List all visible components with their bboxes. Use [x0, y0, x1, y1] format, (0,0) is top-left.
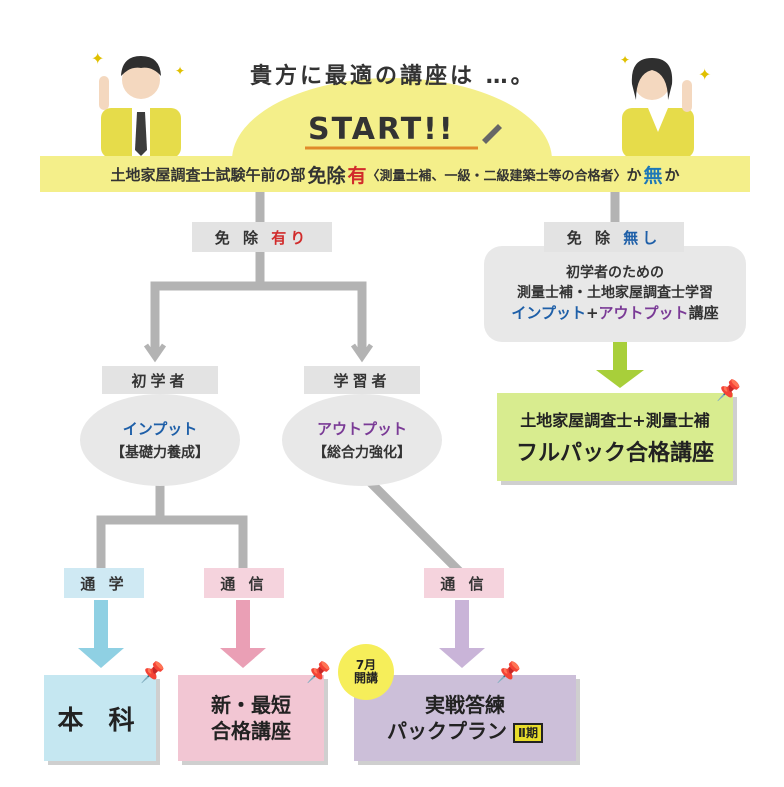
line-learner-diagonal [360, 472, 466, 578]
tag-exempt-no-emph: 無し [623, 228, 662, 247]
tag-exempt-no-prefix: 免 除 [566, 228, 614, 247]
no-branch-plus: + [585, 304, 599, 323]
saitan-line1: 新・最短 [211, 693, 291, 717]
question-ari: 有 [347, 164, 367, 187]
no-branch-line3: インプット+アウトプット講座 [511, 303, 718, 325]
beginner-title: インプット [122, 420, 198, 438]
term-badge: Ⅱ期 [513, 722, 543, 743]
pushpin-icon: 📌 [140, 660, 165, 684]
sparkle-icon-left: ✦ [91, 49, 104, 68]
tag-exempt-yes-emph: 有り [271, 228, 310, 247]
no-branch-input: インプット [511, 304, 586, 323]
arrow-learner [350, 343, 374, 363]
tag-correspondence-2: 通 信 [424, 568, 504, 598]
july-badge-line2: 開講 [353, 671, 378, 685]
businesswoman-illustration [622, 58, 694, 158]
full-pack-course-card[interactable]: 土地家屋調査士+測量士補 フルパック合格講座 [497, 393, 733, 481]
pushpin-icon: 📌 [716, 378, 741, 402]
no-branch-output: アウトプット [598, 304, 689, 323]
tag-learner: 学習者 [304, 366, 420, 394]
arrow-honka [78, 648, 124, 668]
businessman-illustration [99, 56, 181, 158]
question-ka1: か [626, 165, 642, 184]
beginner-sub: 【基礎力養成】 [111, 445, 209, 461]
tag-exempt-yes-prefix: 免 除 [214, 228, 262, 247]
start-dome [232, 78, 552, 160]
beginner-course-description: 初学者のための 測量士補・土地家屋調査士学習 インプット+アウトプット講座 [484, 246, 746, 342]
question-detail: 〈測量士補、一級・二級建築士等の合格者〉 [366, 168, 627, 184]
arrow-saitan [220, 648, 266, 668]
exemption-question-bar: 土地家屋調査士試験午前の部 免除 有 〈測量士補、一級・二級建築士等の合格者〉 … [40, 156, 750, 192]
tag-exempt-yes: 免 除 有り [192, 222, 332, 252]
saitan-line2: 合格講座 [211, 719, 291, 743]
honka-course-card[interactable]: 本 科 [44, 675, 156, 761]
learner-ellipse: アウトプット 【総合力強化】 [282, 394, 442, 486]
question-part2: 免除 [307, 164, 346, 187]
july-start-badge: 7月 開講 [338, 644, 394, 700]
tag-commute: 通 学 [64, 568, 144, 598]
arrow-jissen [439, 648, 485, 668]
arrow-fullpack [596, 370, 644, 388]
full-pack-line2: フルパック合格講座 [515, 441, 714, 466]
no-branch-line1: 初学者のための [566, 264, 664, 281]
pushpin-icon: 📌 [306, 660, 331, 684]
no-branch-line2: 測量士補・土地家屋調査士学習 [517, 285, 713, 302]
july-badge-line1: 7月 [355, 657, 377, 672]
line-beginner-split [96, 515, 248, 570]
jissen-line2: パックプラン [387, 719, 508, 743]
arrow-beginner [143, 343, 167, 363]
start-label: START!! [308, 112, 455, 147]
pushpin-icon: 📌 [496, 660, 521, 684]
sparkle-icon-right-2: ✦ [698, 65, 711, 84]
beginner-ellipse: インプット 【基礎力養成】 [80, 394, 240, 486]
line-split-yes [150, 281, 367, 355]
question-nashi: 無 [643, 164, 663, 187]
pen-icon [482, 124, 502, 144]
tag-exempt-no: 免 除 無し [544, 222, 684, 252]
saitan-course-card[interactable]: 新・最短 合格講座 [178, 675, 324, 761]
question-part1: 土地家屋調査士試験午前の部 [110, 165, 306, 184]
headline: 貴方に最適の講座は …。 [250, 64, 536, 89]
sparkle-icon-right: ✦ [620, 53, 630, 67]
sparkle-icon-left-2: ✦ [175, 64, 185, 78]
learner-sub: 【総合力強化】 [313, 445, 411, 461]
jissen-line1: 実戦答練 [425, 693, 505, 717]
question-ka2: か [664, 165, 680, 184]
full-pack-line1: 土地家屋調査士+測量士補 [520, 411, 710, 430]
tag-correspondence-1: 通 信 [204, 568, 284, 598]
tag-beginner: 初学者 [102, 366, 218, 394]
no-branch-suffix: 講座 [688, 304, 719, 323]
learner-title: アウトプット [316, 420, 407, 438]
